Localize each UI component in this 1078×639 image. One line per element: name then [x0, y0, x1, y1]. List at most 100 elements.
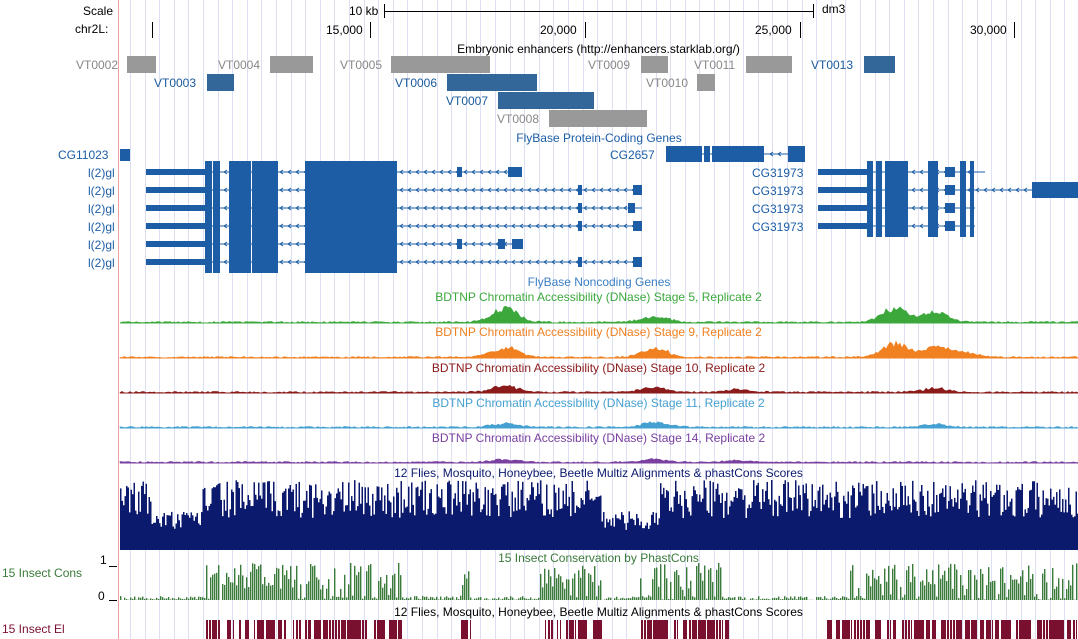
conserved-element[interactable] — [380, 620, 384, 639]
enhancer-label[interactable]: VT0009 — [588, 58, 631, 72]
elements-track-title[interactable]: 12 Flies, Mosquito, Honeybee, Beetle Mul… — [394, 605, 803, 619]
conserved-element[interactable] — [713, 620, 715, 639]
conserved-element[interactable] — [863, 620, 865, 639]
conserved-element[interactable] — [1070, 620, 1071, 639]
gene-exon[interactable] — [633, 257, 642, 267]
conserved-element[interactable] — [356, 620, 360, 639]
enhancer-label[interactable]: VT0007 — [446, 94, 489, 108]
conserved-element[interactable] — [461, 620, 464, 639]
gene-exon[interactable] — [146, 241, 206, 247]
gene-exon[interactable] — [252, 251, 278, 273]
enhancer-feature[interactable] — [127, 56, 156, 73]
gene-exon[interactable] — [945, 203, 955, 213]
conserved-element[interactable] — [329, 620, 331, 639]
conserved-element[interactable] — [878, 620, 881, 639]
conserved-element[interactable] — [677, 620, 678, 639]
gene-label-l2gl[interactable]: l(2)gl — [88, 166, 115, 180]
gene-exon[interactable] — [508, 167, 522, 177]
conserved-element[interactable] — [239, 620, 241, 639]
conserved-element[interactable] — [1028, 620, 1031, 639]
conserved-element[interactable] — [695, 620, 697, 639]
conserved-element[interactable] — [305, 620, 307, 639]
conserved-element[interactable] — [968, 620, 970, 639]
conserved-element[interactable] — [350, 620, 354, 639]
gene-exon[interactable] — [970, 215, 974, 237]
conserved-element[interactable] — [569, 620, 572, 639]
gene-exon[interactable] — [970, 161, 974, 183]
gene-exon[interactable] — [146, 205, 206, 211]
gene-exon[interactable] — [205, 179, 212, 201]
conserved-element[interactable] — [326, 620, 328, 639]
enhancer-feature[interactable] — [549, 110, 647, 127]
conserved-element[interactable] — [932, 620, 936, 639]
conserved-element[interactable] — [890, 620, 891, 639]
cons-side-label[interactable]: 15 Insect Cons — [2, 566, 83, 580]
conserved-element[interactable] — [245, 620, 249, 639]
conserved-element[interactable] — [263, 620, 264, 639]
enhancer-label[interactable]: VT0004 — [218, 58, 261, 72]
conserved-element[interactable] — [281, 620, 282, 639]
gene-exon[interactable] — [305, 197, 397, 219]
enhancer-label[interactable]: VT0002 — [76, 58, 119, 72]
conserved-element[interactable] — [917, 620, 921, 639]
gene-exon[interactable] — [146, 187, 206, 193]
conserved-element[interactable] — [548, 620, 550, 639]
conserved-element[interactable] — [335, 620, 337, 639]
conserved-element[interactable] — [665, 620, 668, 639]
conserved-element[interactable] — [470, 620, 471, 639]
gene-exon[interactable] — [146, 223, 206, 229]
gene-exon[interactable] — [876, 179, 882, 201]
conserved-element[interactable] — [875, 620, 879, 639]
gene-exon[interactable] — [205, 161, 212, 183]
gene-exon[interactable] — [876, 197, 882, 219]
gene-exon[interactable] — [788, 146, 805, 162]
gene-exon[interactable] — [229, 161, 251, 183]
dnase-stage5-title[interactable]: BDTNP Chromatin Accessibility (DNase) St… — [435, 290, 762, 304]
conserved-element[interactable] — [398, 620, 402, 639]
gene-exon[interactable] — [146, 259, 206, 265]
conserved-element[interactable] — [353, 620, 356, 639]
gene-exon[interactable] — [457, 167, 462, 177]
gene-exon[interactable] — [252, 197, 278, 219]
conserved-element[interactable] — [674, 620, 676, 639]
conserved-element[interactable] — [347, 620, 350, 639]
gene-exon[interactable] — [252, 161, 278, 183]
conserved-element[interactable] — [974, 620, 977, 639]
enhancers-track-title[interactable]: Embryonic enhancers (http://enhancers.st… — [457, 42, 740, 56]
enhancer-feature[interactable] — [697, 74, 715, 91]
gene-exon[interactable] — [867, 161, 873, 183]
gene-exon[interactable] — [205, 215, 212, 237]
gene-exon[interactable] — [229, 233, 251, 255]
gene-exon[interactable] — [885, 179, 908, 201]
gene-label-cg31973[interactable]: CG31973 — [752, 202, 804, 216]
conserved-element[interactable] — [836, 620, 840, 639]
conserved-element[interactable] — [341, 620, 345, 639]
conserved-element[interactable] — [359, 620, 361, 639]
conserved-element[interactable] — [860, 620, 862, 639]
conserved-element[interactable] — [710, 620, 714, 639]
enhancer-feature[interactable] — [207, 74, 234, 91]
conserved-element[interactable] — [1067, 620, 1071, 639]
conserved-element[interactable] — [272, 620, 275, 639]
gene-exon[interactable] — [704, 146, 710, 162]
dnase-stage14-title[interactable]: BDTNP Chromatin Accessibility (DNase) St… — [431, 431, 766, 445]
conserved-element[interactable] — [320, 620, 321, 639]
gene-exon[interactable] — [213, 233, 220, 255]
dnase-stage10-title[interactable]: BDTNP Chromatin Accessibility (DNase) St… — [431, 361, 766, 375]
conserved-element[interactable] — [701, 620, 705, 639]
conserved-element[interactable] — [893, 620, 896, 639]
conserved-element[interactable] — [827, 620, 830, 639]
enhancer-feature[interactable] — [746, 56, 792, 73]
conserved-element[interactable] — [338, 620, 340, 639]
gene-exon[interactable] — [213, 197, 220, 219]
conserved-element[interactable] — [395, 620, 397, 639]
conserved-element[interactable] — [650, 620, 652, 639]
conserved-element[interactable] — [209, 620, 211, 639]
conserved-element[interactable] — [908, 620, 910, 639]
conserved-element[interactable] — [659, 620, 662, 639]
gene-exon[interactable] — [867, 179, 873, 201]
dnase-stage9-title[interactable]: BDTNP Chromatin Accessibility (DNase) St… — [435, 325, 762, 339]
enhancer-feature[interactable] — [270, 56, 313, 73]
gene-exon[interactable] — [229, 215, 251, 237]
conserved-element[interactable] — [644, 620, 646, 639]
